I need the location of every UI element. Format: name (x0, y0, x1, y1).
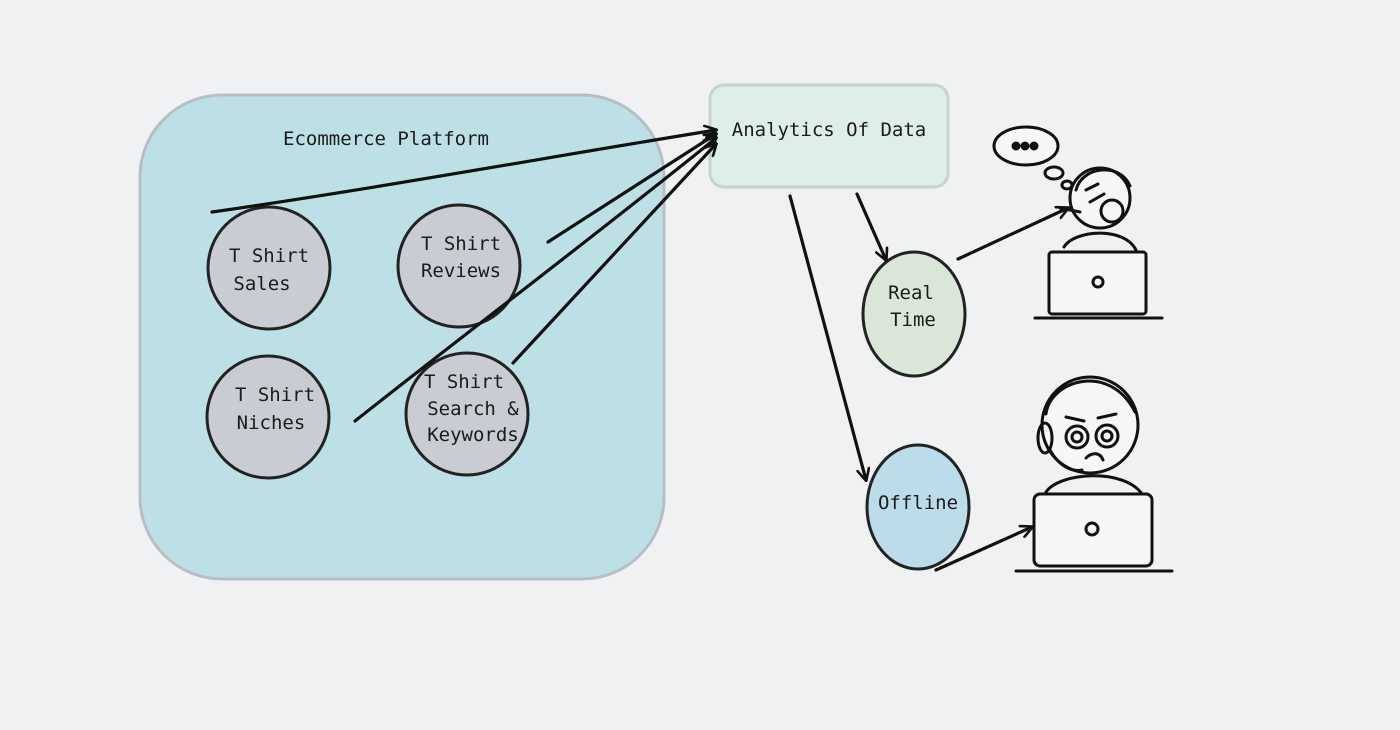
thought-small-bubble-1 (1043, 165, 1065, 181)
thought-dot-3 (1029, 141, 1039, 151)
thinking-person-at-laptop-icon (992, 125, 1164, 320)
arrow-search-to-analytics (511, 144, 716, 365)
body (1062, 231, 1138, 252)
laptop-camera (1091, 275, 1105, 289)
source-search-circle (404, 351, 530, 477)
source-search: T Shirt Search & Keywords (404, 351, 530, 477)
real-time-line-1: Real (888, 282, 934, 304)
source-reviews: T Shirt Reviews (396, 203, 522, 329)
mic-line (1048, 448, 1084, 472)
eye-right-outer (1094, 423, 1120, 449)
laptop-screen (1032, 492, 1154, 568)
analytics-node: Analytics Of Data (708, 83, 950, 189)
source-sales-line-2: Sales (233, 273, 290, 295)
source-sales-line-1: T Shirt (229, 245, 309, 267)
source-niches-line-1: T Shirt (235, 384, 315, 406)
eye-left-inner (1070, 430, 1084, 444)
real-time-ellipse (861, 250, 967, 378)
mic-line (1058, 206, 1082, 214)
eye-right-inner (1100, 429, 1114, 443)
mouth (1084, 452, 1105, 462)
thought-dot-1 (1011, 141, 1021, 151)
ecommerce-platform-title: Ecommerce Platform (283, 128, 489, 150)
offline-label: Offline (878, 492, 958, 514)
arrow-reviews-to-analytics (546, 134, 716, 244)
hair (1044, 379, 1137, 416)
arrow-analytics-to-real-time (855, 192, 886, 260)
confused-person-at-laptop-icon (1014, 375, 1174, 573)
ecommerce-platform-box (138, 93, 666, 581)
thought-dot-2 (1020, 141, 1030, 151)
source-sales: T Shirt Sales (206, 205, 332, 331)
source-niches-line-2: Niches (237, 412, 306, 434)
arrow-real-time-to-user (956, 208, 1068, 261)
eye-left-outer (1064, 424, 1090, 450)
source-reviews-line-2: Reviews (421, 260, 501, 282)
source-search-line-1: T Shirt (424, 371, 504, 393)
source-reviews-line-1: T Shirt (421, 233, 501, 255)
headphone-left (1036, 421, 1054, 455)
analytics-label: Analytics Of Data (732, 119, 926, 141)
headphone-band (1074, 168, 1132, 192)
arrow-analytics-to-offline (788, 194, 866, 480)
arrow-niches-to-analytics (353, 138, 716, 423)
source-search-line-2: Search & (427, 398, 519, 420)
source-niches-circle (205, 354, 331, 480)
arrow-sales-to-analytics (210, 130, 716, 214)
real-time-line-2: Time (890, 309, 936, 331)
source-search-line-3: Keywords (427, 424, 519, 446)
output-real-time: Real Time (861, 250, 967, 378)
headphone-ear (1099, 198, 1125, 224)
laptop-screen (1047, 250, 1148, 316)
ecommerce-platform-group: Ecommerce Platform (138, 93, 666, 581)
source-sales-circle (206, 205, 332, 331)
arrow-offline-to-user (934, 527, 1032, 572)
brows (1064, 412, 1118, 423)
offline-ellipse (865, 443, 971, 571)
source-reviews-circle (396, 203, 522, 329)
source-niches: T Shirt Niches (205, 354, 331, 480)
connectors (210, 130, 1068, 572)
output-offline: Offline (865, 443, 971, 571)
body (1044, 474, 1144, 496)
face-lines (1084, 182, 1106, 204)
laptop-camera (1084, 521, 1100, 537)
